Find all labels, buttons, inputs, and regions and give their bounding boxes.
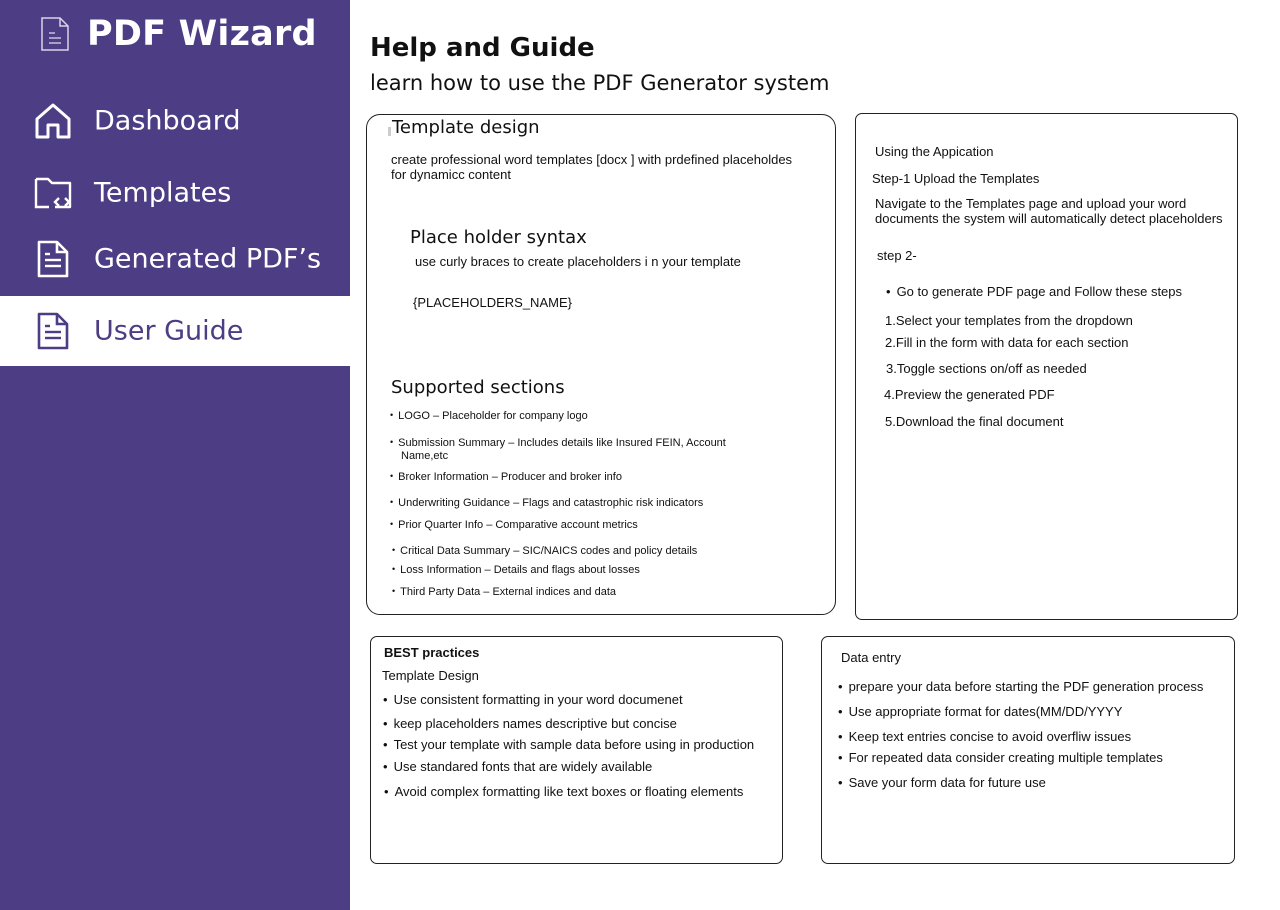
home-icon <box>33 101 73 141</box>
list-item: keep placeholders names descriptive but … <box>383 716 677 731</box>
syntax-example: {PLACEHOLDERS_NAME} <box>413 295 572 310</box>
list-item: Critical Data Summary – SIC/NAICS codes … <box>392 545 697 557</box>
list-item: Submission Summary – Includes details li… <box>390 437 726 449</box>
list-item: Test your template with sample data befo… <box>383 737 755 752</box>
template-design-card: Template design create professional word… <box>366 114 836 615</box>
best-practices-card: BEST practices Template Design Use consi… <box>370 636 783 864</box>
list-item: Prior Quarter Info – Comparative account… <box>390 519 638 531</box>
step-1-text: documents the system will automatically … <box>875 211 1223 226</box>
sidebar: PDF Wizard Dashboard Templates <box>0 0 350 910</box>
folder-code-icon <box>33 173 73 213</box>
step-item: 3.Toggle sections on/off as needed <box>886 361 1087 376</box>
card-description: create professional word templates [docx… <box>391 152 793 167</box>
card-description: for dynamicc content <box>391 167 511 182</box>
card-title: BEST practices <box>384 645 480 660</box>
card-subtitle: Template Design <box>382 668 479 683</box>
sidebar-item-generated-pdfs[interactable]: Generated PDF’s <box>0 224 350 294</box>
sidebar-item-user-guide[interactable]: User Guide <box>0 296 350 366</box>
list-item: LOGO – Placeholder for company logo <box>390 410 588 422</box>
page-title: Help and Guide <box>370 33 595 63</box>
step-item: 5.Download the final document <box>885 414 1064 429</box>
list-item: For repeated data consider creating mult… <box>838 750 1163 765</box>
sidebar-item-dashboard[interactable]: Dashboard <box>0 86 350 156</box>
sidebar-item-templates[interactable]: Templates <box>0 158 350 228</box>
document-logo-icon <box>40 17 70 51</box>
card-title: Data entry <box>841 650 901 665</box>
sidebar-item-label: Dashboard <box>94 105 241 137</box>
app-logo[interactable]: PDF Wizard <box>40 14 317 54</box>
card-title: Template design <box>392 117 540 138</box>
syntax-description: use curly braces to create placeholders … <box>415 254 741 269</box>
app-title: PDF Wizard <box>87 14 317 54</box>
list-item: Underwriting Guidance – Flags and catast… <box>390 497 703 509</box>
sidebar-item-label: Templates <box>94 177 232 209</box>
list-item: Use consistent formatting in your word d… <box>383 692 683 707</box>
step-item: 4.Preview the generated PDF <box>884 387 1055 402</box>
list-item: Keep text entries concise to avoid overf… <box>838 729 1132 744</box>
list-item: prepare your data before starting the PD… <box>838 679 1204 694</box>
list-item: Use standared fonts that are widely avai… <box>383 759 653 774</box>
list-item: Third Party Data – External indices and … <box>392 586 616 598</box>
sections-title: Supported sections <box>391 377 565 398</box>
syntax-title: Place holder syntax <box>410 227 587 248</box>
step-1-title: Step-1 Upload the Templates <box>872 171 1040 186</box>
card-title: Using the Appication <box>875 144 994 159</box>
list-item: Avoid complex formatting like text boxes… <box>384 784 744 799</box>
page-subtitle: learn how to use the PDF Generator syste… <box>370 71 830 95</box>
step-item: 2.Fill in the form with data for each se… <box>885 335 1129 350</box>
list-item: Broker Information – Producer and broker… <box>390 471 622 483</box>
list-item: Save your form data for future use <box>838 775 1046 790</box>
step-2-title: step 2- <box>877 248 917 263</box>
document-icon <box>33 239 73 279</box>
sidebar-item-label: Generated PDF’s <box>94 243 322 275</box>
document-icon <box>33 311 73 351</box>
list-item-continued: Name,etc <box>401 450 449 462</box>
list-item: Loss Information – Details and flags abo… <box>392 564 640 576</box>
sidebar-item-label: User Guide <box>94 315 244 347</box>
list-item: Use appropriate format for dates(MM/DD/Y… <box>838 704 1123 719</box>
step-item: 1.Select your templates from the dropdow… <box>885 313 1133 328</box>
step-2-bullet: Go to generate PDF page and Follow these… <box>886 284 1182 299</box>
data-entry-card: Data entry prepare your data before star… <box>821 636 1235 864</box>
application-usage-card: Using the Appication Step-1 Upload the T… <box>855 113 1238 620</box>
text-cursor <box>388 127 391 136</box>
step-1-text: Navigate to the Templates page and uploa… <box>875 196 1187 211</box>
